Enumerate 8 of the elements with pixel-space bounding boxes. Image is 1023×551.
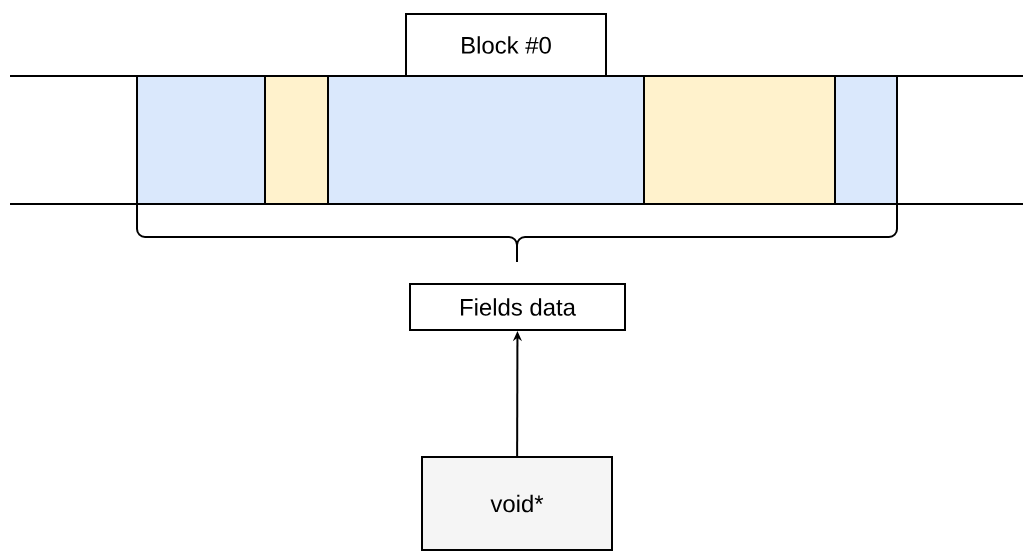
memory-cell <box>136 75 266 205</box>
pointer-box: void* <box>421 456 613 551</box>
memory-cell <box>834 75 898 205</box>
label-box: Block #0 <box>405 13 607 77</box>
label-box: Fields data <box>409 283 626 331</box>
memory-cell <box>327 75 645 205</box>
memory-cell <box>643 75 836 205</box>
memory-cell <box>264 75 329 205</box>
